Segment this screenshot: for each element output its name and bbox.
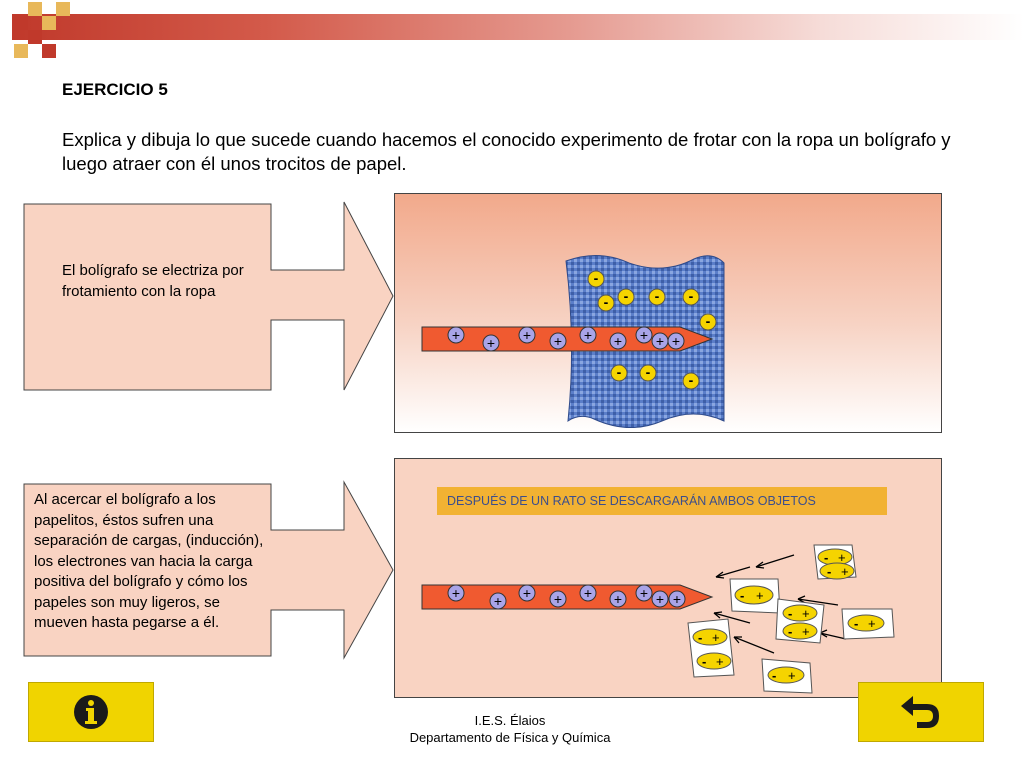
svg-text:+: +	[788, 668, 796, 683]
svg-text:-: -	[646, 364, 651, 380]
svg-text:-: -	[788, 606, 792, 621]
back-button[interactable]	[858, 682, 984, 742]
svg-text:-: -	[594, 270, 599, 286]
svg-text:+: +	[584, 585, 592, 601]
svg-text:+: +	[716, 654, 724, 669]
svg-text:+: +	[523, 585, 531, 601]
svg-text:+: +	[712, 630, 720, 645]
step1-text: El bolígrafo se electriza por frotamient…	[62, 262, 244, 300]
svg-text:-: -	[689, 372, 694, 388]
svg-text:-: -	[617, 364, 622, 380]
svg-text:-: -	[772, 668, 776, 683]
svg-text:+: +	[640, 585, 648, 601]
paper-bits: -+ -+ -+ -+ -+ -+ -+ -+	[687, 544, 895, 694]
svg-text:+: +	[672, 333, 680, 349]
exercise-statement: Explica y dibuja lo que sucede cuando ha…	[62, 129, 951, 174]
svg-text:+: +	[487, 335, 495, 351]
header-bar	[12, 14, 1024, 40]
svg-text:+: +	[554, 591, 562, 607]
discharge-note: DESPUÉS DE UN RATO SE DESCARGARÁN AMBOS …	[437, 487, 887, 515]
step2-text: Al acercar el bolígrafo a los papelitos,…	[34, 491, 264, 631]
svg-text:-: -	[827, 564, 831, 579]
paper-bit: -+	[841, 608, 895, 640]
svg-text:+: +	[452, 585, 460, 601]
friction-diagram: + + + + + + + + + - - - - - - - - -	[421, 254, 725, 429]
step2-arrow-box	[23, 480, 394, 660]
svg-text:+: +	[640, 327, 648, 343]
svg-text:-: -	[624, 288, 629, 304]
svg-text:+: +	[841, 564, 849, 579]
svg-text:+: +	[656, 591, 664, 607]
svg-text:-: -	[788, 624, 792, 639]
svg-text:-: -	[706, 313, 711, 329]
svg-text:+: +	[756, 588, 764, 603]
svg-text:-: -	[689, 288, 694, 304]
proton-charges: + + + + + + + + +	[447, 326, 685, 352]
paper-bit: -+ -+	[687, 618, 735, 678]
svg-text:-: -	[854, 616, 858, 631]
svg-text:+: +	[584, 327, 592, 343]
svg-text:+: +	[614, 591, 622, 607]
footer-department: Departamento de Física y Química	[409, 730, 611, 745]
step1-arrow-box	[23, 201, 394, 391]
svg-text:-: -	[604, 294, 609, 310]
induction-diagram: + + + + + + + + + -+ -+ -+ -	[421, 544, 895, 694]
svg-text:+: +	[554, 333, 562, 349]
svg-text:+: +	[523, 327, 531, 343]
svg-text:+: +	[494, 593, 502, 609]
info-icon	[74, 695, 108, 729]
svg-text:-: -	[702, 654, 706, 669]
paper-bit: -+ -+	[813, 544, 857, 580]
svg-text:+: +	[452, 327, 460, 343]
svg-text:+: +	[838, 550, 846, 565]
paper-bit: -+	[761, 658, 813, 694]
proton-charges: + + + + + + + + +	[447, 584, 686, 610]
pen	[421, 584, 714, 610]
footer-school: I.E.S. Élaios	[474, 713, 546, 728]
header-squares-logo	[14, 2, 70, 58]
svg-text:+: +	[614, 333, 622, 349]
svg-text:+: +	[656, 333, 664, 349]
paper-bit: -+ -+	[775, 598, 825, 644]
svg-text:+: +	[802, 606, 810, 621]
svg-text:+: +	[802, 624, 810, 639]
svg-text:-: -	[740, 588, 744, 603]
svg-text:-: -	[698, 630, 702, 645]
info-button[interactable]	[28, 682, 154, 742]
svg-text:-: -	[655, 288, 660, 304]
footer: I.E.S. Élaios Departamento de Física y Q…	[380, 712, 640, 746]
svg-text:+: +	[673, 591, 681, 607]
exercise-title: EJERCICIO 5	[62, 80, 168, 99]
svg-text:-: -	[824, 550, 828, 565]
electron-charges: - - - - - - - - -	[587, 270, 717, 390]
paper-bit: -+	[729, 578, 781, 614]
attraction-arrows	[713, 554, 847, 654]
return-arrow-icon	[901, 696, 939, 728]
svg-text:+: +	[868, 616, 876, 631]
